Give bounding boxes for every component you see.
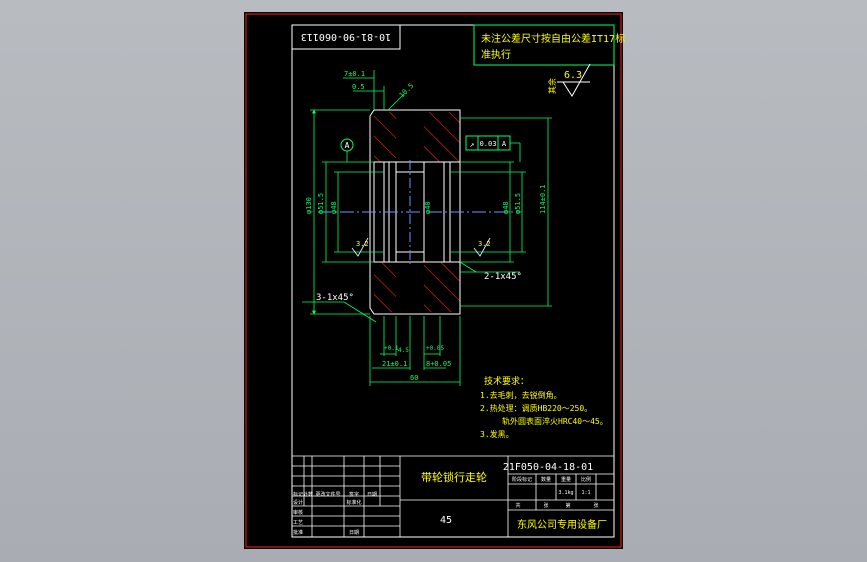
part-name: 带轮锁行走轮 xyxy=(421,470,487,484)
dim-dia-right2: φ51.5 xyxy=(514,193,522,214)
tech-req-item-4: 3.发黑。 xyxy=(480,429,514,439)
dim-bottom-6: 60 xyxy=(410,374,418,382)
svg-text:审核: 审核 xyxy=(293,509,303,516)
svg-text:共: 共 xyxy=(515,502,520,509)
svg-text:3.1kg: 3.1kg xyxy=(558,490,573,496)
svg-text:重量: 重量 xyxy=(561,476,571,483)
svg-text:批准: 批准 xyxy=(293,529,303,536)
dim-top-1: 7±0.1 xyxy=(344,70,365,78)
part-section-view xyxy=(318,109,520,315)
dim-bottom-4: 4.5 xyxy=(398,347,409,354)
tolerance-note-line1: 未注公差尺寸按自由公差IT17标 xyxy=(481,32,625,45)
dim-top-2: 0.5 xyxy=(352,83,365,91)
dim-dia-mid: φ40 xyxy=(424,201,432,214)
tech-req-item-2: 2.热处理：调质HB220～250。 xyxy=(480,403,592,413)
svg-text:第: 第 xyxy=(565,502,570,509)
svg-text:0.03: 0.03 xyxy=(480,140,497,148)
datum-marker: A xyxy=(340,138,354,162)
tech-req-item-3: 轨外圆表面淬火HRC40～45。 xyxy=(502,416,608,426)
geometric-tolerance-frame: ↗ 0.03 A xyxy=(465,135,521,162)
dimension-layer xyxy=(302,70,552,386)
svg-text:阶段标记: 阶段标记 xyxy=(512,476,532,483)
title-block-texts: 带轮锁行走轮 21F050-04-18-01 45 东风公司专用设备厂 标记 处… xyxy=(293,462,607,536)
svg-text:张: 张 xyxy=(593,502,598,509)
chamfer-left-label: 3-1x45° xyxy=(316,293,354,303)
tech-req-item-1: 1.去毛刺，去锐倒角。 xyxy=(480,390,562,400)
svg-text:张: 张 xyxy=(543,502,548,509)
svg-text:处数: 处数 xyxy=(303,491,313,498)
dim-dia-right3: 114±0.1 xyxy=(539,184,547,214)
svg-text:标准化: 标准化 xyxy=(346,499,361,506)
svg-text:1:1: 1:1 xyxy=(581,490,590,496)
svg-text:更改文件号: 更改文件号 xyxy=(315,491,340,498)
svg-text:6.3: 6.3 xyxy=(564,70,582,81)
chamfer-right-label: 2-1x45° xyxy=(484,272,522,282)
dim-dia-outer: φ130 xyxy=(305,197,313,214)
roughness-other-symbol: 6.3 其余 xyxy=(547,63,591,97)
dim-chamfer: 10.5 xyxy=(398,82,416,100)
dimension-texts: 7±0.1 0.5 10.5 φ130 φ51.5 φ48 φ40 φ48 φ5… xyxy=(305,70,547,382)
svg-text:↗: ↗ xyxy=(470,140,475,149)
dim-bottom-3: 21±0.1 xyxy=(382,360,407,368)
title-block xyxy=(292,455,614,537)
svg-text:设计: 设计 xyxy=(293,499,303,506)
dim-dia-left1: φ51.5 xyxy=(317,193,325,214)
svg-text:其余: 其余 xyxy=(547,78,557,94)
drawing-number: 21F050-04-18-01 xyxy=(503,462,593,473)
svg-text:日期: 日期 xyxy=(367,492,377,498)
svg-text:签字: 签字 xyxy=(349,491,359,498)
dim-bottom-1: +0.1 xyxy=(384,345,399,352)
material: 45 xyxy=(440,515,452,526)
inner-border xyxy=(291,24,615,538)
svg-text:A: A xyxy=(502,140,507,148)
dim-bottom-5: 8+0.05 xyxy=(426,360,451,368)
dim-bottom-2: +0.05 xyxy=(426,345,444,352)
dim-dia-left2: φ48 xyxy=(330,201,338,214)
svg-text:数量: 数量 xyxy=(541,476,551,483)
roughness-right: 3.2 xyxy=(478,240,491,248)
svg-text:工艺: 工艺 xyxy=(293,520,303,526)
technical-requirements: 技术要求： 1.去毛刺，去锐倒角。 2.热处理：调质HB220～250。 轨外圆… xyxy=(480,375,608,439)
svg-text:比例: 比例 xyxy=(581,476,591,483)
svg-text:A: A xyxy=(345,141,350,150)
tech-req-title: 技术要求： xyxy=(484,375,529,387)
dim-dia-right1: φ48 xyxy=(502,201,510,214)
outer-frame xyxy=(245,13,622,548)
svg-text:日期: 日期 xyxy=(349,530,359,536)
svg-text:标记: 标记 xyxy=(293,491,303,498)
tolerance-note-box xyxy=(473,24,615,66)
code-box xyxy=(291,24,401,50)
tolerance-note-line2: 准执行 xyxy=(481,48,511,61)
company-name: 东风公司专用设备厂 xyxy=(517,518,607,531)
roughness-left: 3.2 xyxy=(356,240,369,248)
code-box-text: 10-81-90-060113 xyxy=(301,31,391,42)
